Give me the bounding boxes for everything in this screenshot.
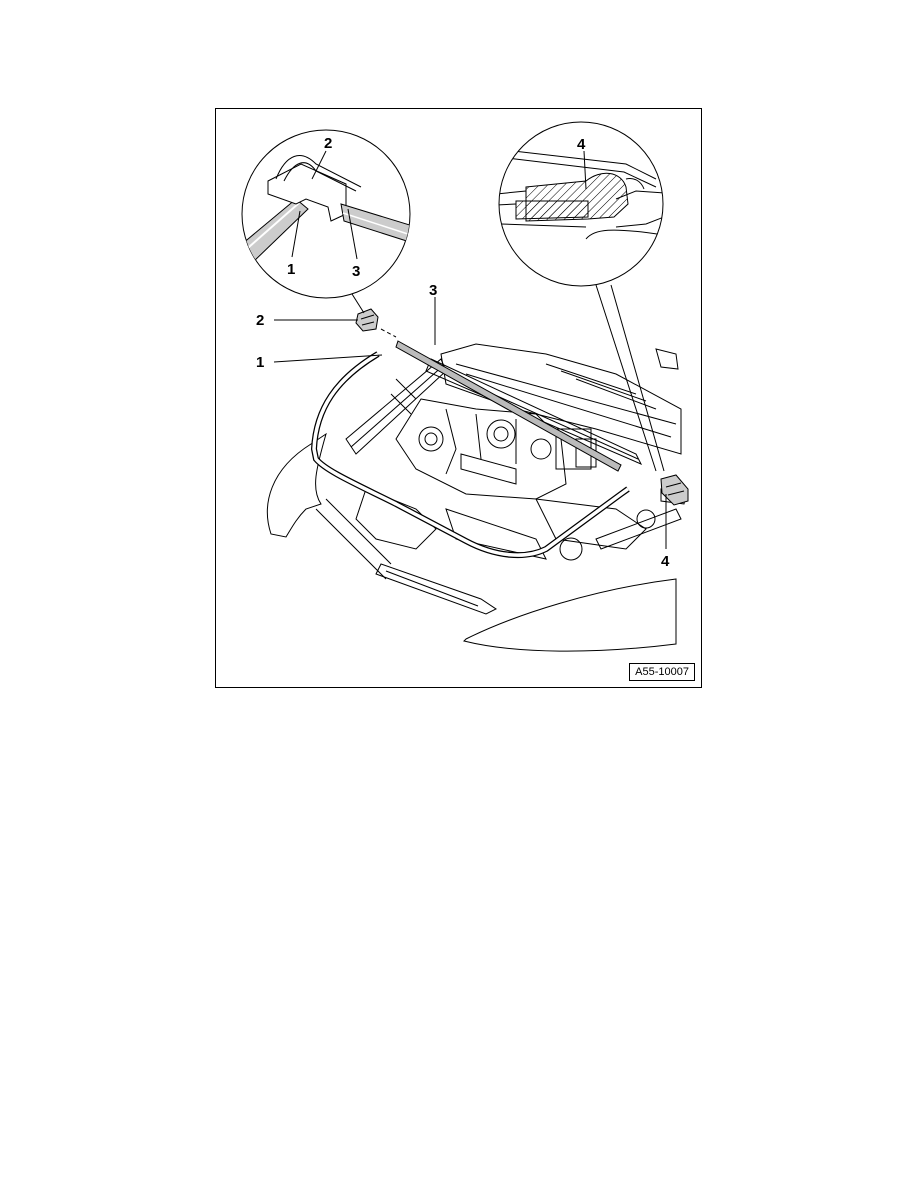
main-callouts: 2 1 3 4 [256,282,670,570]
detail-clip-2 [267,163,347,222]
detail-left-circle: 2 1 3 [241,129,411,314]
main-callout-4: 4 [661,553,670,570]
main-callout-3: 3 [429,282,437,299]
main-callout-1: 1 [256,354,264,371]
clip-2-part [355,308,379,332]
right-fender [463,578,677,652]
main-view [266,308,689,652]
front-crossmember [375,563,497,615]
detail-left-callout-1: 1 [287,261,295,278]
detail-left-callout-3: 3 [352,263,360,280]
detail-left-callout-2: 2 [324,135,332,152]
clip-4-part [660,474,689,506]
main-callout-2: 2 [256,312,264,329]
left-fender [266,432,327,538]
cowl-panel [440,343,682,455]
detail-right-circle: 4 [498,121,665,472]
figure-id-label: A55-10007 [629,663,695,681]
seal-3-strip [395,340,622,472]
detail-right-callout-4: 4 [577,136,586,153]
engine-block [395,398,567,500]
engine-bay-illustration: 2 1 3 4 [241,121,689,652]
figure-frame: 2 1 3 4 [215,108,702,688]
upper-crossmember [425,358,643,466]
